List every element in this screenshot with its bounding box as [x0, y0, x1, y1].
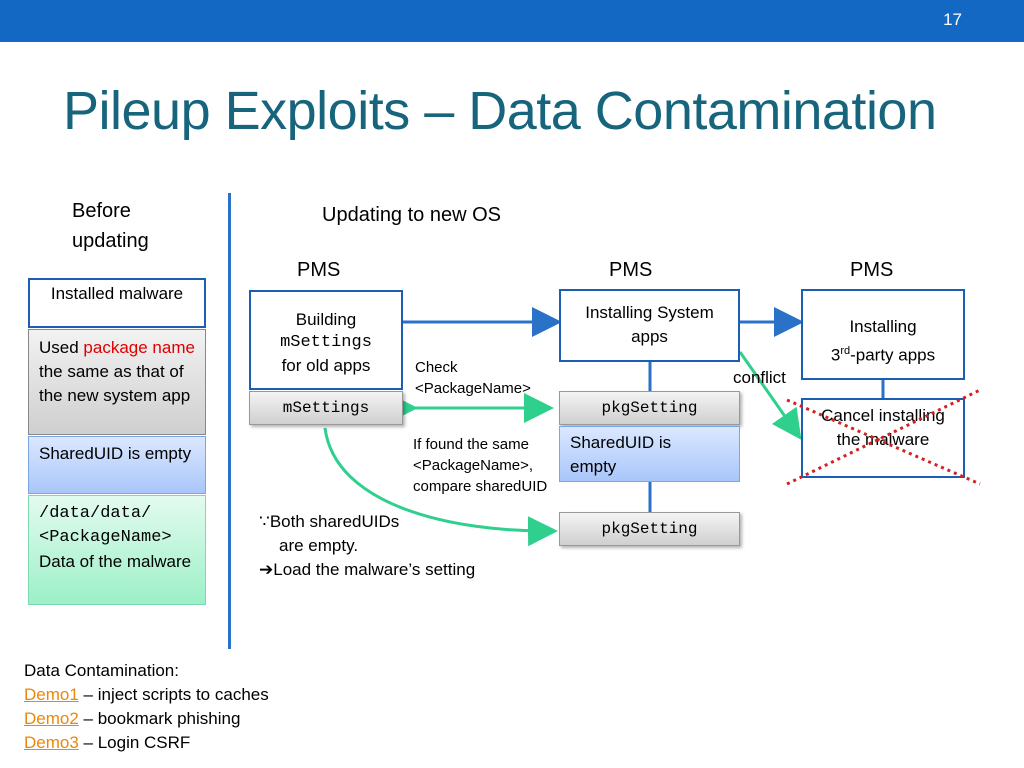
- shareduid-new-label: SharedUID is empty: [570, 433, 672, 476]
- slide-number: 17: [943, 10, 962, 29]
- pkgsetting-box-2: pkgSetting: [559, 512, 740, 546]
- demo1-link[interactable]: Demo1: [24, 685, 79, 704]
- data-path-line: <PackageName>: [39, 528, 172, 547]
- cross-line-1: [786, 398, 981, 486]
- demo-item: Demo2 – bookmark phishing: [24, 707, 269, 731]
- cancel-label: Cancel installing the malware: [821, 406, 945, 449]
- note-line: ➔Load the malware’s setting: [259, 560, 476, 579]
- used-prefix: Used: [39, 338, 84, 357]
- third-party-line: Installing: [849, 317, 917, 336]
- arrow-conflict: [738, 351, 802, 440]
- check-packagename-note: Check <PackageName>: [415, 357, 531, 399]
- pms-label-3: PMS: [850, 259, 894, 281]
- shareduid-label: SharedUID is empty: [39, 444, 192, 463]
- msettings-box: mSettings: [249, 391, 403, 425]
- shareduid-new-box: SharedUID is empty: [559, 426, 740, 482]
- note-line: <PackageName>,: [413, 457, 534, 474]
- pkgsetting-label: pkgSetting: [601, 399, 698, 417]
- demo-item: Demo1 – inject scripts to caches: [24, 683, 269, 707]
- installing-system-label: Installing System apps: [585, 303, 714, 346]
- footer-heading: Data Contamination:: [24, 661, 179, 680]
- arrow-load-setting: [323, 427, 558, 547]
- building-line: Building: [295, 310, 357, 329]
- demo2-link[interactable]: Demo2: [24, 709, 79, 728]
- note-line: Check: [415, 359, 458, 376]
- package-name-highlight: package name: [83, 338, 195, 357]
- building-line-mono: mSettings: [280, 333, 372, 352]
- compare-shareduid-note: If found the same <PackageName>, compare…: [413, 434, 547, 497]
- cross-line-2: [786, 388, 981, 486]
- ordinal-suffix: rd: [840, 345, 851, 357]
- note-line: compare sharedUID: [413, 478, 548, 495]
- data-description: Data of the malware: [39, 552, 192, 571]
- building-line: for old apps: [281, 356, 371, 375]
- malware-data-box: /data/data/ <PackageName> Data of the ma…: [28, 495, 206, 605]
- demo-description: – inject scripts to caches: [78, 685, 269, 704]
- demo-item: Demo3 – Login CSRF: [24, 731, 269, 755]
- heading-line: updating: [72, 230, 149, 252]
- installed-malware-box: Installed malware: [28, 278, 206, 328]
- load-malware-note: ∵Both sharedUIDs are empty. ➔Load the ma…: [259, 510, 475, 582]
- top-bar: 17: [0, 0, 1024, 42]
- msettings-label: mSettings: [282, 399, 370, 417]
- pms-label-2: PMS: [609, 259, 653, 281]
- note-line: <PackageName>: [415, 380, 531, 397]
- installing-system-apps-box: Installing System apps: [559, 289, 740, 362]
- third-party-line: 3rd-party apps: [803, 339, 963, 368]
- used-suffix: the same as that of the new system app: [39, 362, 191, 405]
- used-package-name-box: Used package name the same as that of th…: [28, 329, 206, 435]
- ordinal-number: 3: [830, 345, 841, 365]
- updating-heading: Updating to new OS: [322, 204, 501, 226]
- note-line: ∵Both sharedUIDs: [259, 512, 400, 531]
- demo3-link[interactable]: Demo3: [24, 733, 79, 752]
- before-updating-heading: Before updating: [72, 196, 149, 256]
- demo-description: – Login CSRF: [78, 733, 191, 752]
- slide-title: Pileup Exploits – Data Contamination: [63, 81, 937, 141]
- building-msettings-box: Building mSettings for old apps: [249, 290, 403, 390]
- pkgsetting-label: pkgSetting: [601, 520, 698, 538]
- vertical-divider: [228, 193, 231, 649]
- third-party-suffix: -party apps: [850, 345, 936, 365]
- demo-description: – bookmark phishing: [78, 709, 241, 728]
- installed-malware-label: Installed malware: [50, 284, 184, 303]
- installing-third-party-box: Installing 3rd-party apps: [801, 289, 965, 380]
- pms-label-1: PMS: [297, 259, 341, 281]
- data-path-line: /data/data/: [39, 504, 152, 523]
- note-line: If found the same: [413, 436, 529, 453]
- pkgsetting-box-1: pkgSetting: [559, 391, 740, 425]
- conflict-label: conflict: [733, 368, 786, 387]
- data-contamination-footer: Data Contamination: Demo1 – inject scrip…: [24, 659, 269, 755]
- note-line: are empty.: [279, 536, 359, 555]
- shareduid-empty-box: SharedUID is empty: [28, 436, 206, 494]
- heading-line: Before: [72, 200, 131, 222]
